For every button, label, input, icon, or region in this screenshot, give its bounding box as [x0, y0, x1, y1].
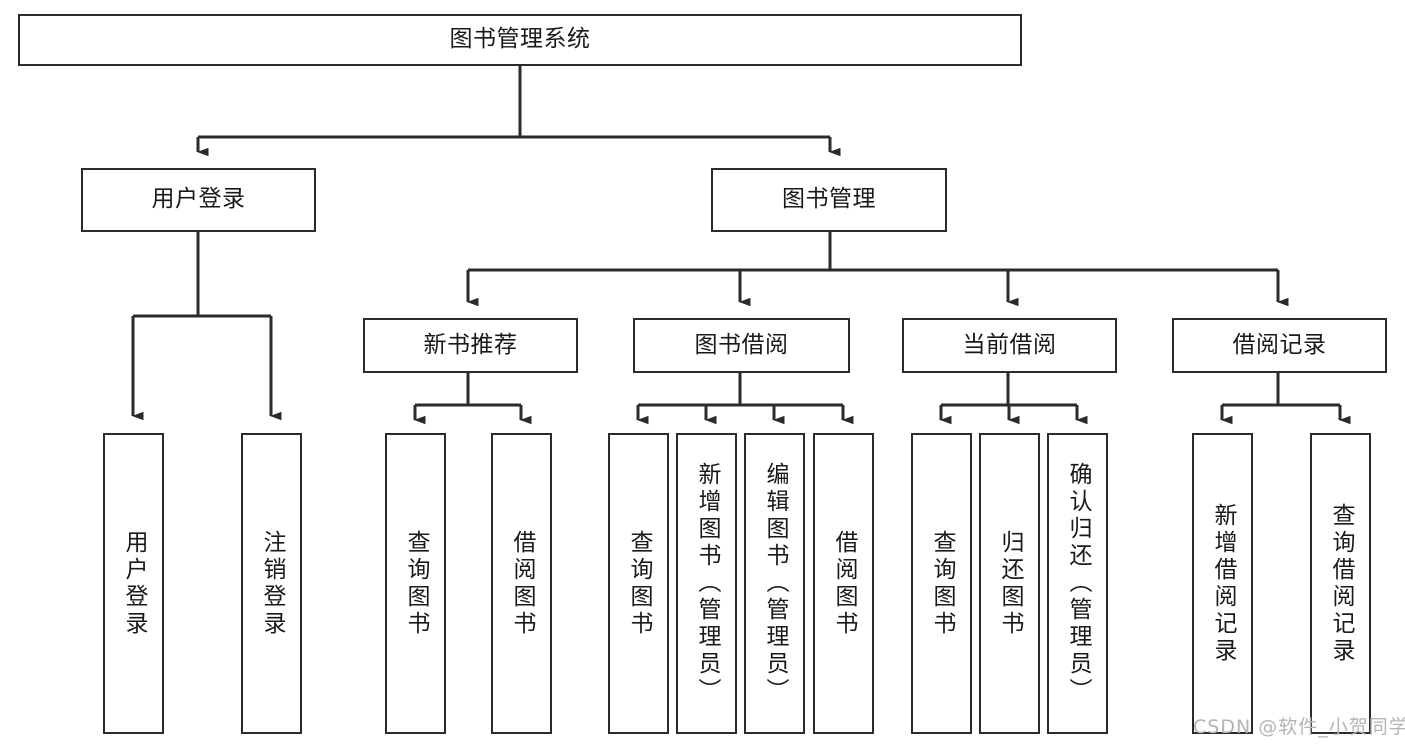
- node-borrow-record[interactable]: 借阅记录: [1172, 318, 1387, 373]
- node-leaf-query-book-1[interactable]: 查询图书: [385, 433, 446, 734]
- node-book-manage[interactable]: 图书管理: [711, 168, 947, 232]
- node-leaf-logout-login[interactable]: 注销登录: [241, 433, 302, 734]
- node-user-login[interactable]: 用户登录: [81, 168, 316, 232]
- node-current-borrow[interactable]: 当前借阅: [902, 318, 1117, 373]
- node-borrow-record-label: 借阅记录: [1232, 331, 1327, 358]
- node-leaf-query-book-1-label: 查询图书: [403, 529, 429, 638]
- node-leaf-edit-book[interactable]: 编辑图书（管理员）: [744, 433, 805, 734]
- node-leaf-query-book-2-label: 查询图书: [626, 529, 652, 638]
- node-leaf-return-book[interactable]: 归还图书: [979, 433, 1040, 734]
- node-leaf-borrow-book-2-label: 借阅图书: [831, 529, 857, 638]
- node-leaf-query-record[interactable]: 查询借阅记录: [1310, 433, 1371, 734]
- node-leaf-confirm-return[interactable]: 确认归还（管理员）: [1047, 433, 1108, 734]
- node-leaf-query-book-2[interactable]: 查询图书: [608, 433, 669, 734]
- node-current-borrow-label: 当前借阅: [962, 331, 1057, 358]
- node-user-login-label: 用户登录: [151, 186, 246, 213]
- node-leaf-add-book-label: 新增图书（管理员）: [694, 462, 720, 705]
- node-book-borrow[interactable]: 图书借阅: [633, 318, 850, 373]
- node-leaf-query-book-3[interactable]: 查询图书: [911, 433, 972, 734]
- node-book-manage-label: 图书管理: [782, 186, 876, 213]
- node-leaf-query-record-label: 查询借阅记录: [1328, 502, 1354, 665]
- node-leaf-add-book[interactable]: 新增图书（管理员）: [676, 433, 737, 734]
- node-book-borrow-label: 图书借阅: [694, 331, 789, 358]
- node-leaf-query-book-3-label: 查询图书: [929, 529, 955, 638]
- node-leaf-return-book-label: 归还图书: [997, 529, 1023, 638]
- node-leaf-user-login[interactable]: 用户登录: [103, 433, 164, 734]
- node-leaf-user-login-label: 用户登录: [121, 529, 147, 638]
- node-leaf-confirm-return-label: 确认归还（管理员）: [1065, 462, 1091, 705]
- node-leaf-logout-login-label: 注销登录: [259, 529, 285, 638]
- node-leaf-borrow-book-1-label: 借阅图书: [509, 529, 535, 638]
- node-new-book-recommend-label: 新书推荐: [423, 331, 518, 358]
- node-leaf-add-record-label: 新增借阅记录: [1210, 502, 1236, 665]
- node-leaf-add-record[interactable]: 新增借阅记录: [1192, 433, 1253, 734]
- node-new-book-recommend[interactable]: 新书推荐: [363, 318, 578, 373]
- node-root-label: 图书管理系统: [449, 26, 591, 53]
- node-leaf-borrow-book-1[interactable]: 借阅图书: [491, 433, 552, 734]
- node-leaf-borrow-book-2[interactable]: 借阅图书: [813, 433, 874, 734]
- node-leaf-edit-book-label: 编辑图书（管理员）: [762, 462, 788, 705]
- node-root[interactable]: 图书管理系统: [18, 14, 1022, 66]
